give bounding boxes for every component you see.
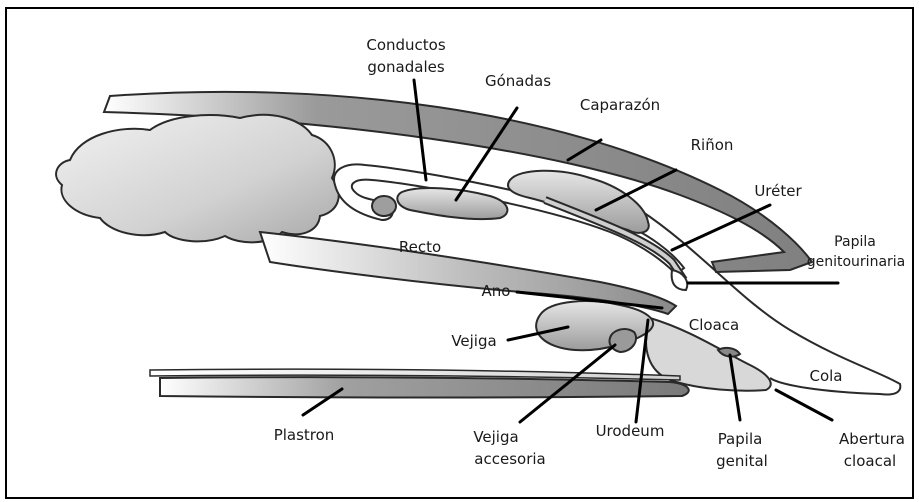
- label-rinon: Riñon: [691, 136, 734, 154]
- plastron: [160, 377, 689, 397]
- label-urodeum: Urodeum: [596, 422, 665, 440]
- label-abertura-l2: cloacal: [844, 452, 896, 470]
- label-recto: Recto: [399, 238, 441, 256]
- label-gonadas: Gónadas: [485, 72, 551, 90]
- label-plastron: Plastron: [274, 426, 335, 444]
- label-caparazon: Caparazón: [580, 96, 660, 114]
- gonadal-duct-end: [372, 196, 396, 216]
- label-vejiga-acc-l2: accesoria: [474, 450, 545, 468]
- label-papila-gen-l1: Papila: [718, 430, 763, 448]
- label-conductos-l1: Conductos: [366, 36, 445, 54]
- label-vejiga: Vejiga: [451, 332, 496, 350]
- label-papila-gen-l2: genital: [716, 452, 768, 470]
- label-ano: Ano: [482, 282, 511, 300]
- label-cola: Cola: [809, 367, 842, 385]
- label-conductos-l2: gonadales: [367, 58, 445, 76]
- label-vejiga-acc-l1: Vejiga: [473, 428, 518, 446]
- label-papila-gu-l2: genitourinaria: [807, 254, 906, 270]
- label-ureter: Uréter: [754, 182, 802, 200]
- label-papila-gu-l1: Papila: [834, 234, 876, 250]
- label-abertura-l1: Abertura: [839, 430, 905, 448]
- label-cloaca: Cloaca: [689, 316, 739, 334]
